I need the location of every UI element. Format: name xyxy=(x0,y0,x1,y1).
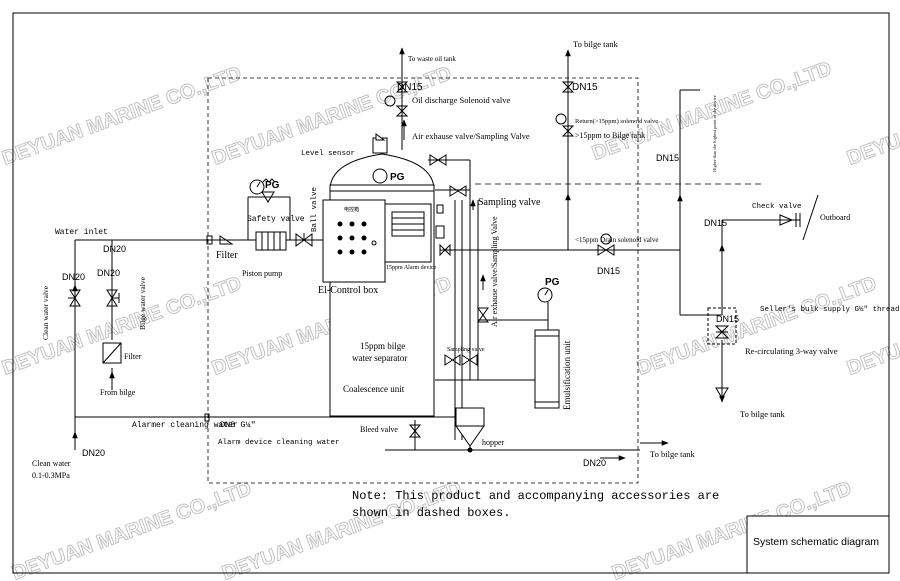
ball-valve-icon xyxy=(295,233,313,247)
dn15-top-right-label: DN15 xyxy=(572,82,598,93)
drawing-border xyxy=(12,12,890,574)
funnel-icon xyxy=(715,387,729,399)
alarm-device-label: 15ppm Alarm device xyxy=(386,265,437,271)
ball-valve-label: Ball valve xyxy=(311,187,319,232)
safety-valve-label: Safety valve xyxy=(247,215,305,224)
oil-discharge-valve-label: Oil discharge Solenoid valve xyxy=(412,95,511,105)
return-solenoid-valve-icon xyxy=(555,81,575,137)
title-block-text: System schematic diagram xyxy=(753,536,879,548)
flow-arrows xyxy=(72,47,725,461)
filter-small-icon xyxy=(102,342,122,364)
hopper xyxy=(455,407,485,453)
check-valve-label: Check valve xyxy=(752,203,802,211)
alarmer-cleaning-water-label: Alarmer cleaning water xyxy=(132,421,238,430)
from-bilge-label: From bilge xyxy=(100,388,136,397)
return-valve-label: Return(>15ppm) solenoid valve xyxy=(575,118,658,125)
horizontal-valve-icon xyxy=(429,154,447,166)
el-control-box: 电控箱 xyxy=(322,199,386,283)
dn15-mid-label: DN15 xyxy=(656,153,679,163)
to-bilge-tank-bottom-label: To bilge tank xyxy=(650,449,695,459)
scope-dashed-box xyxy=(207,77,639,484)
alarm-device-cleaning-label: Alarm device cleaning water xyxy=(218,439,340,447)
labels: To waste oil tank To bilge tank DN15 DN1… xyxy=(32,39,900,480)
watermark: DEYUAN MARINE CO.,LTD xyxy=(844,63,900,170)
clean-water-label: Clean water xyxy=(32,459,71,468)
sampling-valve-small-label: Sampling valve xyxy=(447,347,485,353)
pressure-gauge-left-icon xyxy=(249,179,265,195)
watermark: DEYUAN MARINE CO.,LTD xyxy=(9,478,254,581)
clean-water-pressure-label: 0.1-0.3MPa xyxy=(32,471,70,480)
dn20-bottom-label: DN20 xyxy=(583,458,606,468)
pg-left-label: PG xyxy=(265,180,280,191)
bleed-valve-label: Bleed valve xyxy=(360,425,398,434)
recirc-valve-label: Re-circulating 3-way valve xyxy=(745,346,838,356)
dn20-inlet-label: DN20 xyxy=(103,244,126,254)
note: Note: This product and accompanying acce… xyxy=(352,489,719,520)
title-block: System schematic diagram xyxy=(746,515,890,574)
air-exhaust-valve-icon xyxy=(477,307,489,323)
to-bilge-tank-right-label: To bilge tank xyxy=(740,409,785,419)
el-control-box-label: El-Control box xyxy=(318,285,378,296)
to-bilge-tank-top-label: To bilge tank xyxy=(573,39,618,49)
sellers-supply-label: Seller's bulk supply G½" threaded female… xyxy=(760,305,900,314)
note-line-1: Note: This product and accompanying acce… xyxy=(352,489,719,503)
emulsification-unit xyxy=(534,329,560,409)
bilge-water-valve-icon xyxy=(106,289,120,307)
water-inlet-label: Water inlet xyxy=(55,228,108,237)
watermark: DEYUAN MARINE CO.,LTD xyxy=(634,273,879,380)
check-valve-icon xyxy=(779,213,801,227)
valves xyxy=(68,81,801,438)
filter-main-icon xyxy=(206,235,234,245)
clean-water-valve-icon xyxy=(68,289,81,307)
piston-pump-icon xyxy=(255,231,287,251)
dn8-connector-icon xyxy=(204,413,210,422)
filter-small-label: Filter xyxy=(124,352,142,361)
emulsification-unit-label: Emulsification unit xyxy=(562,340,572,410)
dn15-drain-label: DN15 xyxy=(597,266,620,276)
dn15-right-label: DN15 xyxy=(704,218,727,228)
safety-valve-icon xyxy=(261,178,276,203)
pg-right-label: PG xyxy=(545,277,560,288)
to-waste-oil-tank-label: To waste oil tank xyxy=(408,55,456,63)
dn20-clean-label: DN20 xyxy=(82,448,105,458)
dn15-recirc-label: DN15 xyxy=(716,314,739,324)
sellers-supply-text: Seller's bulk supply G½" threaded female… xyxy=(760,305,900,314)
outboard-label: Outboard xyxy=(820,213,850,222)
separator-title-2-label: water separator xyxy=(352,353,407,363)
sampling-valve-icon xyxy=(449,185,467,197)
air-exhaust-sampling-right-label: Air exhause valve/Sampling Valve xyxy=(490,216,499,327)
higher-than-point-label: Higher than the highest point of the dev… xyxy=(712,95,717,172)
dn8-label: DN8 G¼" xyxy=(220,420,256,430)
return-to-bilge-label: >15ppm to Bilge tank xyxy=(575,131,645,140)
alarm-device xyxy=(384,203,445,263)
control-box-panel-label: 电控箱 xyxy=(344,206,359,213)
level-sensor-label: Level sensor xyxy=(301,150,355,158)
piston-pump-label: Piston pump xyxy=(242,269,282,278)
bilge-water-valve-label: Bilge water valve xyxy=(138,276,147,330)
sampling-valve-label: Sampling valve xyxy=(478,197,541,208)
oil-discharge-solenoid-valve-icon xyxy=(384,81,409,117)
filter-main-label: Filter xyxy=(216,250,238,261)
hopper-label: hopper xyxy=(482,438,505,447)
dn20-left-a-label: DN20 xyxy=(62,272,85,282)
coalescence-unit-label: Coalescence unit xyxy=(343,384,405,394)
outboard-hull-line xyxy=(802,194,819,241)
separator-title-1-label: 15ppm bilge xyxy=(360,341,405,351)
alarm-inlet-valve-icon xyxy=(439,243,451,257)
bleed-valve-icon xyxy=(408,424,422,438)
dn15-top-left-label: DN15 xyxy=(397,82,423,93)
air-exhaust-sampling-top-label: Air exhause valve/Sampling Valve xyxy=(412,131,530,141)
pressure-gauge-right-icon xyxy=(537,287,553,303)
clean-water-valve-label: Clean water valve xyxy=(41,285,50,340)
recirculating-3-way-valve-icon xyxy=(707,307,737,345)
pg-top-label: PG xyxy=(390,172,405,183)
drain-valve-label: <15ppm Drain solenoid valve xyxy=(575,236,658,244)
pressure-gauge-top-icon xyxy=(372,168,388,184)
drain-solenoid-valve-icon xyxy=(597,233,615,256)
alarmer-cleaning-text: Alarmer cleaning water xyxy=(132,421,238,430)
sampling-valve-small-icon xyxy=(444,354,478,366)
dn20-left-b-label: DN20 xyxy=(97,268,120,278)
note-line-2: shown in dashed boxes. xyxy=(352,506,510,520)
